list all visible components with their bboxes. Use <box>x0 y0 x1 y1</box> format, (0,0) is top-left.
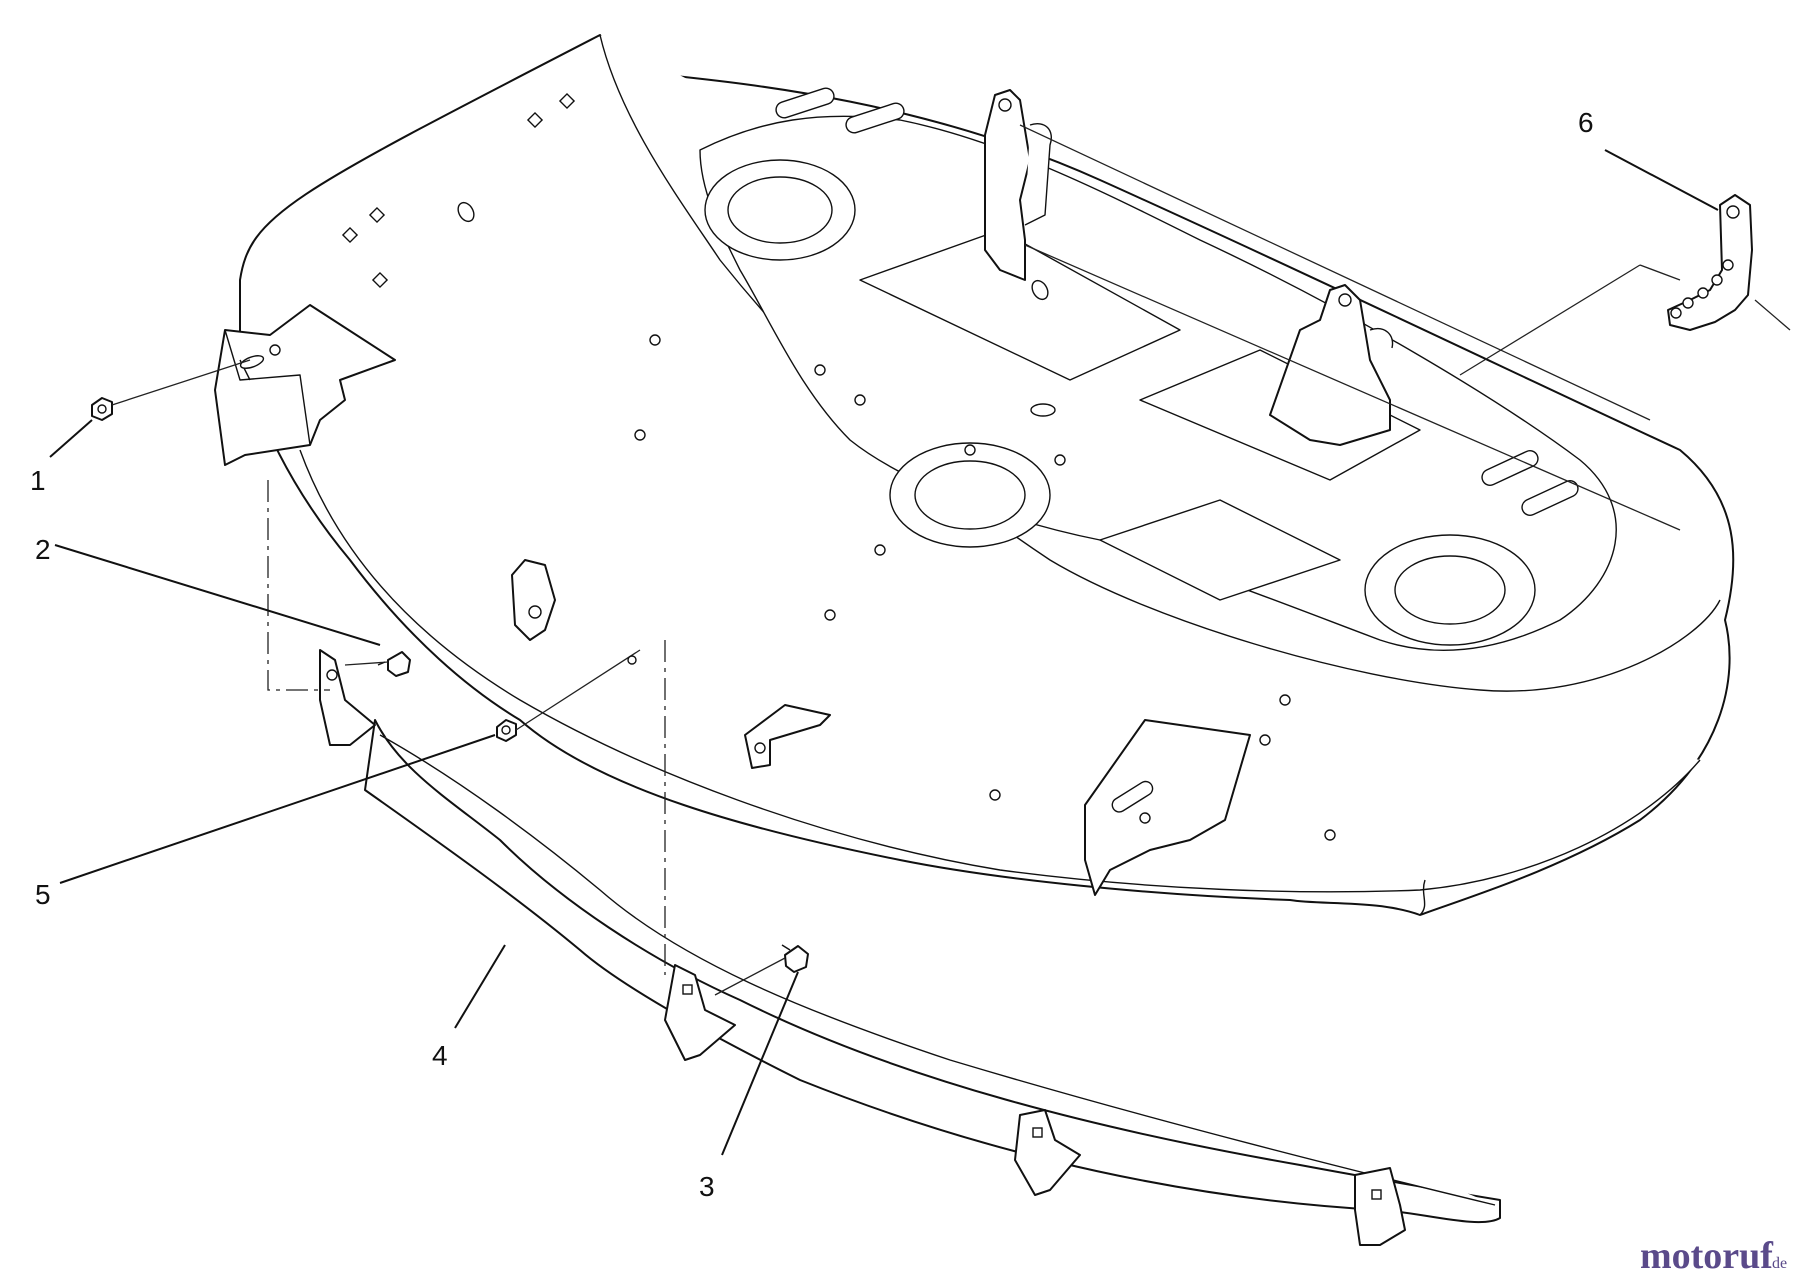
hitch-bracket-rear <box>984 89 1052 281</box>
assembly-lines <box>111 264 1791 996</box>
deck-side-bracket-center <box>744 704 831 769</box>
deck-side-bracket-left <box>511 559 556 641</box>
discharge-chute-bracket <box>1084 719 1251 896</box>
spindle-opening-left <box>704 159 856 261</box>
spindle-opening-right <box>1364 534 1536 646</box>
spindle-opening-center <box>889 442 1051 548</box>
callout-labels: 1 2 3 4 5 6 <box>30 107 1594 1202</box>
deflector-tab-right-1 <box>1014 1109 1081 1196</box>
rear-frame-rod <box>1019 124 1651 421</box>
part-6-pivot-bracket <box>1667 194 1753 331</box>
svg-text:.de: .de <box>1768 1255 1787 1272</box>
callout-4: 4 <box>432 1040 448 1071</box>
part-5-hex-nut <box>496 719 517 742</box>
watermark-logo: motoruf .de <box>1640 1235 1787 1277</box>
front-frame-rod <box>1024 244 1681 531</box>
callout-5: 5 <box>35 879 51 910</box>
svg-text:motoruf: motoruf <box>1640 1235 1774 1277</box>
mower-deck-housing <box>239 34 1735 916</box>
callout-2: 2 <box>35 534 51 565</box>
deflector-tab-mid <box>664 964 736 1061</box>
callout-6: 6 <box>1578 107 1594 138</box>
top-left-deflector-bracket <box>214 304 396 466</box>
deflector-tab-right-2 <box>1354 1167 1406 1246</box>
callout-3: 3 <box>699 1171 715 1202</box>
hitch-bracket-front <box>1269 284 1394 446</box>
callout-1: 1 <box>30 465 46 496</box>
part-3-carriage-bolt <box>781 944 809 973</box>
leader-lines <box>49 149 1719 1156</box>
part-4-front-deflector <box>364 719 1501 1224</box>
part-1-hex-nut <box>91 397 113 421</box>
deflector-tab-upper <box>319 649 376 746</box>
part-2-carriage-bolt <box>377 651 411 677</box>
